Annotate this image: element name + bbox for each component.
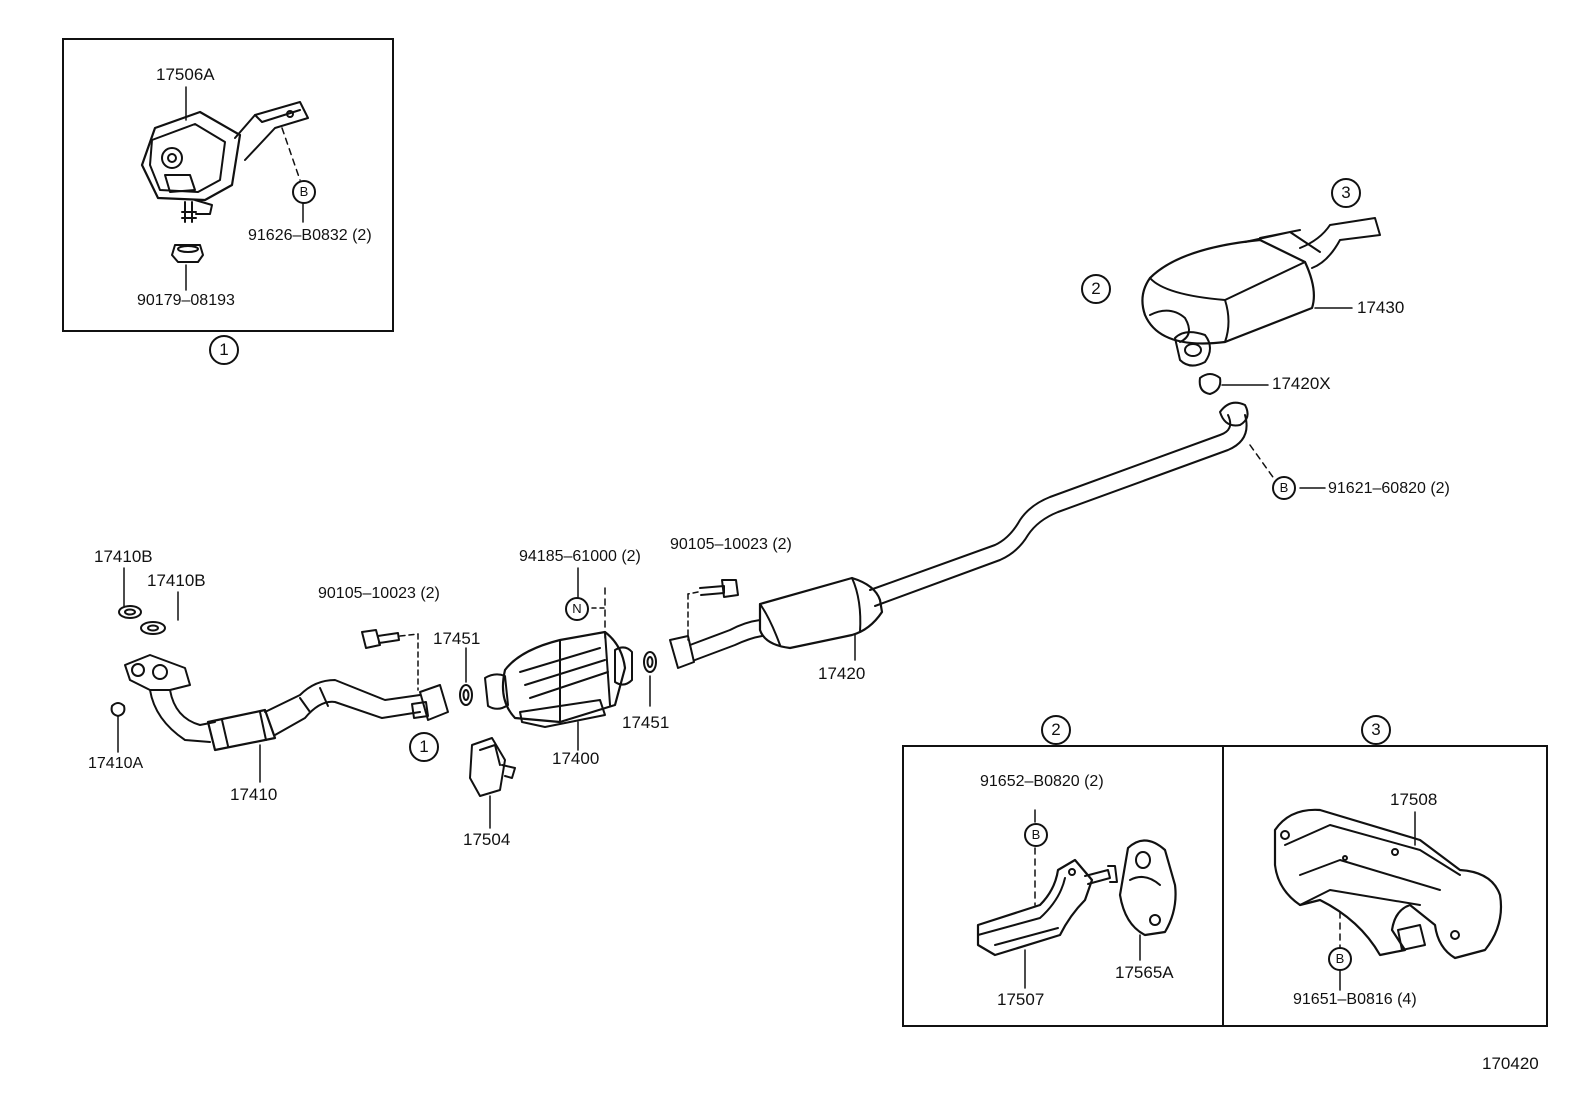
callout-2-box: 2 [1041, 715, 1071, 745]
label-91652-B0820: 91652–B0820 (2) [980, 773, 1104, 790]
callout-2-top: 2 [1081, 274, 1111, 304]
label-90105-10023-b: 90105–10023 (2) [670, 536, 792, 553]
label-91651-B0816: 91651–B0816 (4) [1293, 991, 1417, 1008]
detail-box-divider [1222, 745, 1224, 1025]
callout-n: N [565, 597, 589, 621]
label-17400: 17400 [552, 749, 600, 768]
label-17504: 17504 [463, 830, 511, 849]
callout-1-box: 1 [209, 335, 239, 365]
bracket-17504 [469, 737, 516, 829]
label-17410B-1: 17410B [94, 547, 153, 566]
label-17410A: 17410A [88, 755, 144, 772]
label-17420X: 17420X [1272, 374, 1331, 393]
main-muffler [1141, 217, 1381, 395]
detail-1-hanger [140, 86, 309, 291]
label-17565A: 17565A [1115, 963, 1174, 982]
label-94185-61000: 94185–61000 (2) [519, 548, 641, 565]
callout-3-box: 3 [1361, 715, 1391, 745]
label-91626-B0832: 91626–B0832 (2) [248, 227, 372, 244]
diagram-reference-number: 170420 [1482, 1054, 1539, 1073]
front-pipe [110, 654, 449, 783]
label-91621-60820: 91621–60820 (2) [1328, 480, 1450, 497]
detail-box-2-3 [902, 745, 1548, 1027]
callout-1-pipe: 1 [409, 732, 439, 762]
callout-b-1: B [292, 180, 316, 204]
detail-box-1 [62, 38, 394, 332]
gaskets-bolts [361, 579, 739, 707]
callout-3-top: 3 [1331, 178, 1361, 208]
label-17420: 17420 [818, 664, 866, 683]
catalytic-converter [484, 567, 633, 751]
label-17430: 17430 [1357, 298, 1405, 317]
label-17410B-2: 17410B [147, 571, 206, 590]
label-17451-a: 17451 [433, 629, 481, 648]
callout-b-4: B [1328, 947, 1352, 971]
label-17508: 17508 [1390, 790, 1438, 809]
label-17451-b: 17451 [622, 713, 670, 732]
label-17410: 17410 [230, 785, 278, 804]
callout-b-2: B [1272, 476, 1296, 500]
center-pipe [669, 401, 1326, 669]
detail-3-heat-shield [1273, 808, 1503, 991]
detail-2-bracket [976, 809, 1177, 989]
label-90179-08193: 90179–08193 [137, 292, 235, 309]
label-17507: 17507 [997, 990, 1045, 1009]
label-17506A: 17506A [156, 65, 215, 84]
callout-b-3: B [1024, 823, 1048, 847]
label-90105-10023-a: 90105–10023 (2) [318, 585, 440, 602]
front-gaskets [118, 567, 179, 635]
